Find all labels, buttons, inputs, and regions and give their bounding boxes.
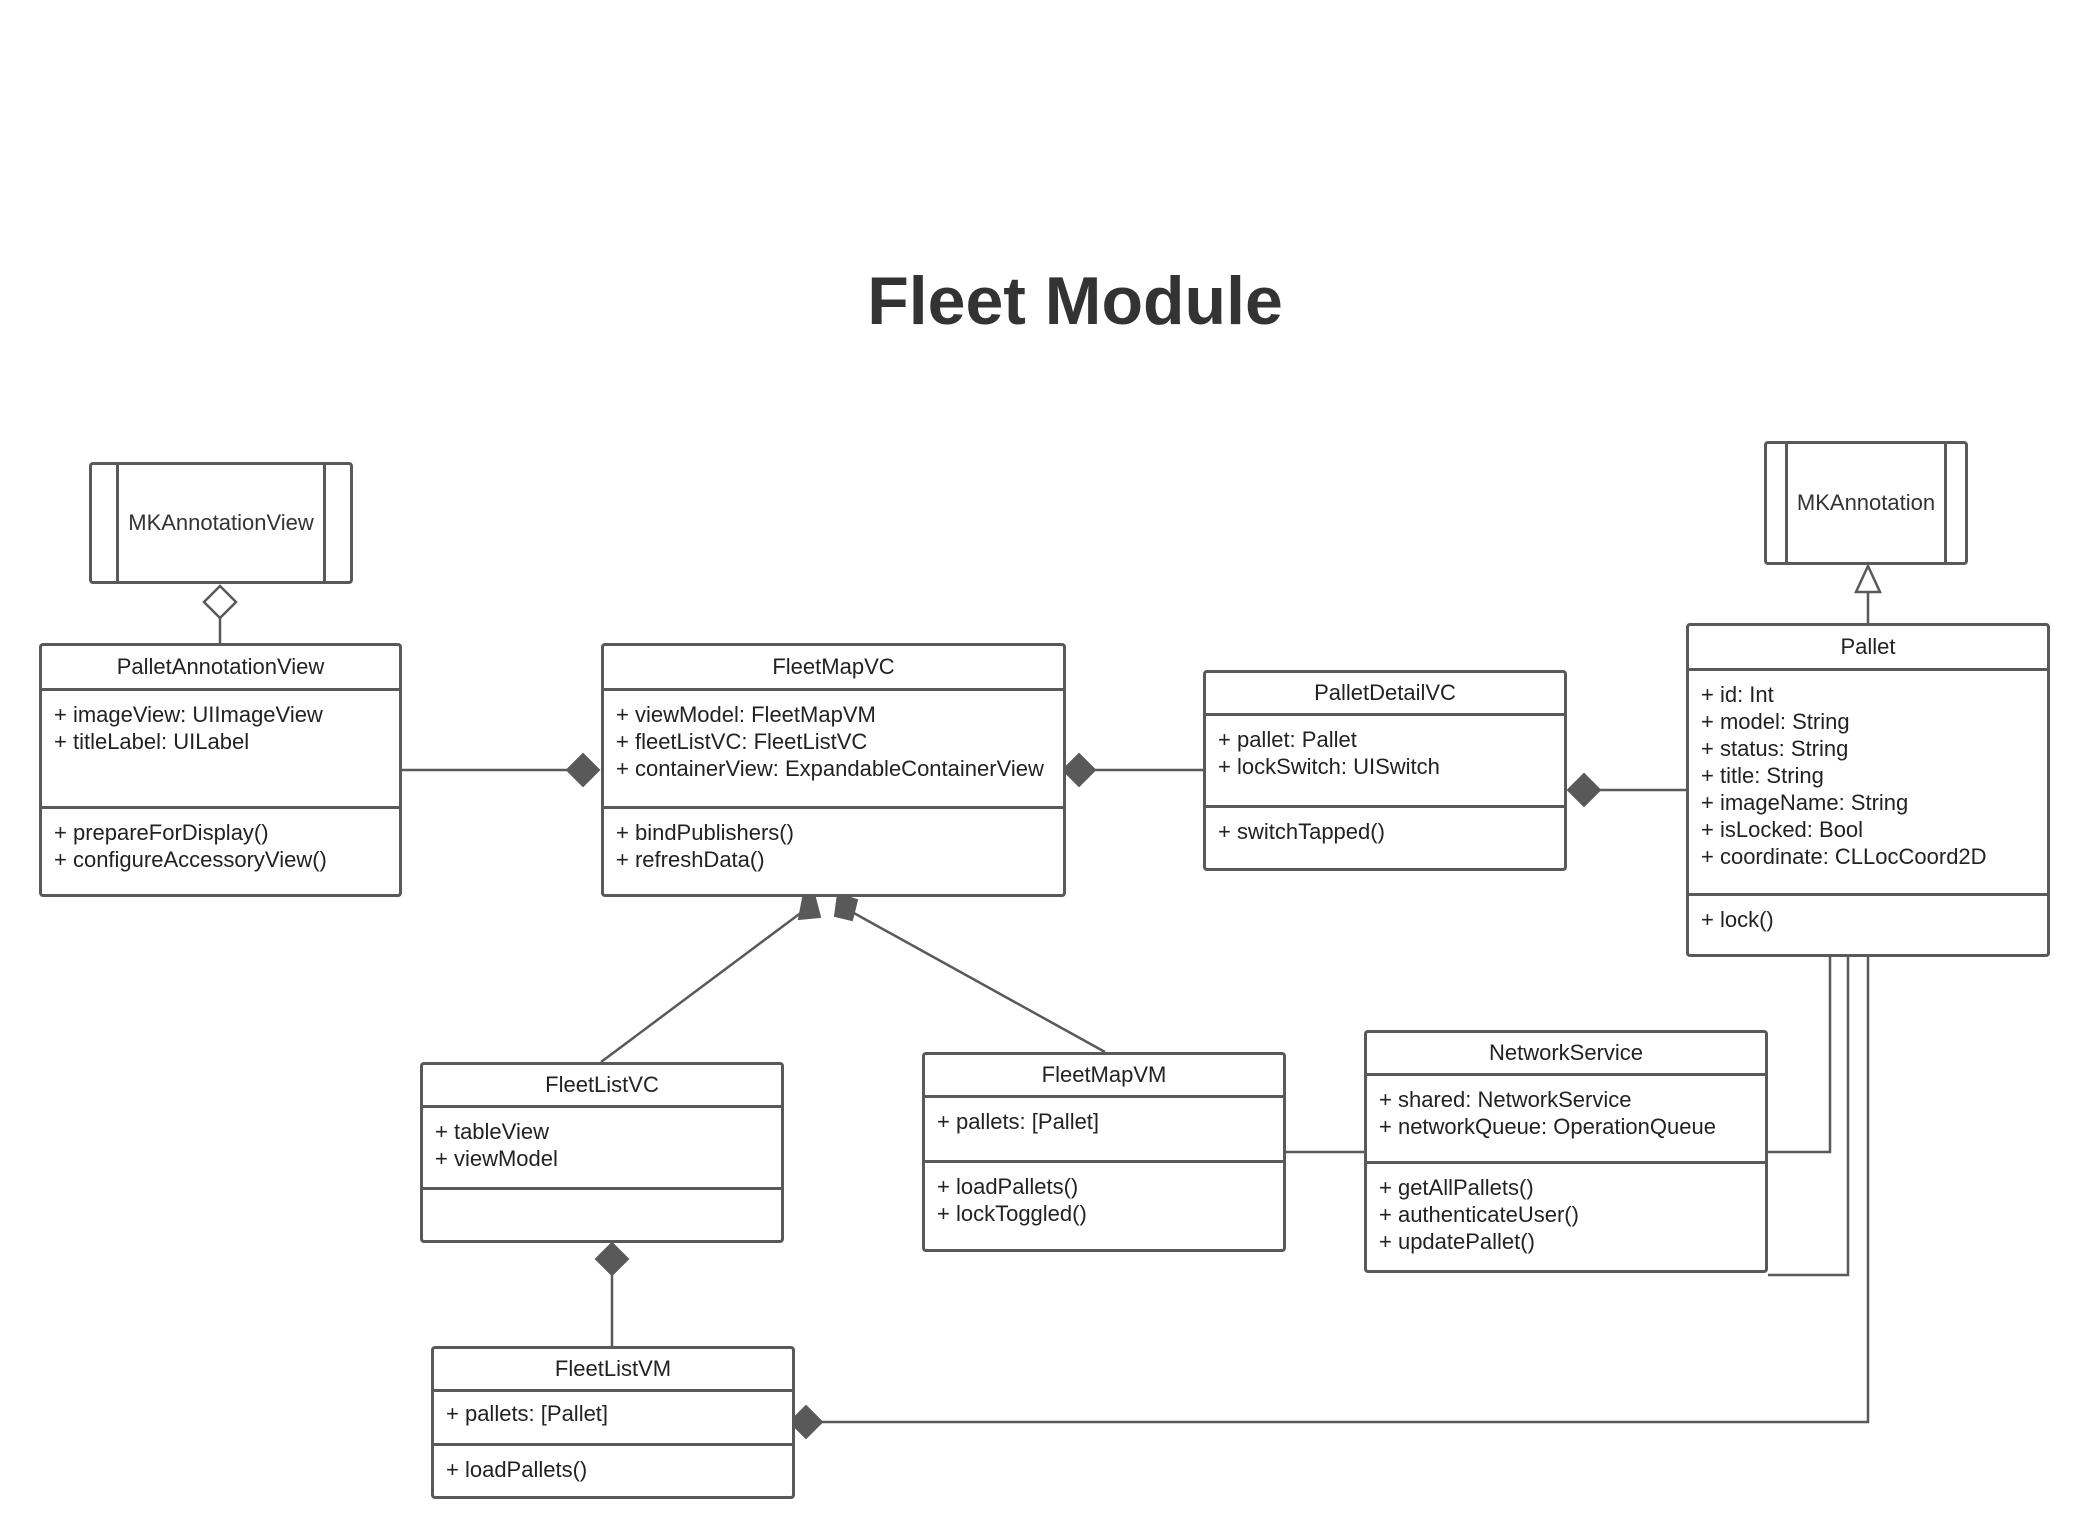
method-row: + configureAccessoryView() bbox=[54, 847, 327, 872]
method-row: + loadPallets() bbox=[446, 1457, 588, 1482]
attribute-row: + viewModel bbox=[435, 1146, 558, 1171]
class-networkservice: NetworkService + shared: NetworkService … bbox=[1364, 1030, 1768, 1273]
attribute-row: + viewModel: FleetMapVM bbox=[616, 702, 876, 727]
class-fleetmapvm: FleetMapVM + pallets: [Pallet] + loadPal… bbox=[922, 1052, 1286, 1252]
class-attributes: + pallets: [Pallet] bbox=[925, 1098, 1283, 1163]
method-row: + bindPublishers() bbox=[616, 820, 794, 845]
attribute-row: + pallets: [Pallet] bbox=[446, 1401, 609, 1426]
attribute-row: + pallets: [Pallet] bbox=[937, 1109, 1100, 1134]
class-header: FleetMapVC bbox=[604, 646, 1063, 691]
attribute-row: + isLocked: Bool bbox=[1701, 817, 1864, 842]
class-methods bbox=[423, 1190, 781, 1200]
external-border-right bbox=[1944, 444, 1947, 562]
composition-diamond-mapvc-left bbox=[565, 752, 601, 788]
class-attributes: + pallets: [Pallet] bbox=[434, 1392, 792, 1446]
attribute-row: + title: String bbox=[1701, 763, 1824, 788]
attribute-row: + id: Int bbox=[1701, 682, 1774, 707]
attribute-row: + imageName: String bbox=[1701, 790, 1909, 815]
class-attributes: + shared: NetworkService + networkQueue:… bbox=[1367, 1076, 1765, 1164]
class-palletdetailvc: PalletDetailVC + pallet: Pallet + lockSw… bbox=[1203, 670, 1567, 871]
class-methods: + loadPallets() bbox=[434, 1446, 792, 1483]
class-attributes: + imageView: UIImageView + titleLabel: U… bbox=[42, 691, 399, 809]
class-methods: + getAllPallets() + authenticateUser() +… bbox=[1367, 1164, 1765, 1255]
connector-pallet-network-lower bbox=[1768, 904, 1850, 1277]
attribute-row: + fleetListVC: FleetListVC bbox=[616, 729, 868, 754]
method-row: + switchTapped() bbox=[1218, 819, 1385, 844]
method-row: + updatePallet() bbox=[1379, 1229, 1535, 1254]
composition-diamond-mapvc-bottom-left bbox=[797, 892, 822, 921]
method-row: + lockToggled() bbox=[937, 1201, 1087, 1226]
connector-mapvc-mapvm bbox=[851, 910, 1106, 1054]
class-attributes: + tableView + viewModel bbox=[423, 1108, 781, 1190]
attribute-row: + containerView: ExpandableContainerView bbox=[616, 756, 1044, 781]
inheritance-arrowhead-pallet bbox=[1854, 563, 1882, 594]
composition-diamond-mapvc-bottom-right bbox=[833, 892, 859, 922]
external-name: MKAnnotationView bbox=[128, 510, 314, 535]
composition-diamond-listvm bbox=[788, 1404, 824, 1440]
method-row: + loadPallets() bbox=[937, 1174, 1079, 1199]
class-fleetmapvc: FleetMapVC + viewModel: FleetMapVM + fle… bbox=[601, 643, 1066, 897]
class-methods: + loadPallets() + lockToggled() bbox=[925, 1163, 1283, 1227]
class-attributes: + id: Int + model: String + status: Stri… bbox=[1689, 671, 2047, 896]
class-header: FleetListVM bbox=[434, 1349, 792, 1392]
method-row: + lock() bbox=[1701, 907, 1774, 932]
class-header: FleetListVC bbox=[423, 1065, 781, 1108]
external-mkannotationview: MKAnnotationView bbox=[89, 462, 353, 584]
class-header: PalletDetailVC bbox=[1206, 673, 1564, 716]
attribute-row: + titleLabel: UILabel bbox=[54, 729, 250, 754]
class-fleetlistvm: FleetListVM + pallets: [Pallet] + loadPa… bbox=[431, 1346, 795, 1499]
connector-listvm-pallet bbox=[822, 956, 1870, 1424]
class-header: Pallet bbox=[1689, 626, 2047, 671]
class-header: FleetMapVM bbox=[925, 1055, 1283, 1098]
attribute-row: + imageView: UIImageView bbox=[54, 702, 323, 727]
class-methods: + bindPublishers() + refreshData() bbox=[604, 809, 1063, 873]
class-attributes: + pallet: Pallet + lockSwitch: UISwitch bbox=[1206, 716, 1564, 808]
connector-mapvc-listvc bbox=[600, 910, 803, 1064]
external-border-left bbox=[116, 465, 119, 581]
class-header: NetworkService bbox=[1367, 1033, 1765, 1076]
method-row: + refreshData() bbox=[616, 847, 765, 872]
class-methods: + lock() bbox=[1689, 896, 2047, 933]
composition-diamond-mapvc-right bbox=[1061, 752, 1097, 788]
class-header: PalletAnnotationView bbox=[42, 646, 399, 691]
aggregation-diamond-annotationview bbox=[202, 584, 238, 620]
composition-diamond-detailvc bbox=[1566, 772, 1602, 808]
attribute-row: + networkQueue: OperationQueue bbox=[1379, 1114, 1716, 1139]
attribute-row: + status: String bbox=[1701, 736, 1849, 761]
class-attributes: + viewModel: FleetMapVM + fleetListVC: F… bbox=[604, 691, 1063, 809]
external-border-right bbox=[323, 465, 326, 581]
method-row: + getAllPallets() bbox=[1379, 1175, 1534, 1200]
method-row: + prepareForDisplay() bbox=[54, 820, 269, 845]
external-name: MKAnnotation bbox=[1796, 490, 1936, 515]
diagram-title: Fleet Module bbox=[867, 263, 1283, 339]
connector-pallet-network-upper bbox=[1768, 956, 1832, 1154]
class-palletannotationview: PalletAnnotationView + imageView: UIImag… bbox=[39, 643, 402, 897]
class-fleetlistvc: FleetListVC + tableView + viewModel bbox=[420, 1062, 784, 1243]
attribute-row: + lockSwitch: UISwitch bbox=[1218, 754, 1440, 779]
external-mkannotation: MKAnnotation bbox=[1764, 441, 1968, 565]
composition-diamond-listvc bbox=[594, 1241, 630, 1277]
external-border-left bbox=[1785, 444, 1788, 562]
attribute-row: + shared: NetworkService bbox=[1379, 1087, 1632, 1112]
attribute-row: + tableView bbox=[435, 1119, 549, 1144]
attribute-row: + pallet: Pallet bbox=[1218, 727, 1357, 752]
method-row: + authenticateUser() bbox=[1379, 1202, 1579, 1227]
attribute-row: + coordinate: CLLocCoord2D bbox=[1701, 844, 1987, 869]
class-pallet: Pallet + id: Int + model: String + statu… bbox=[1686, 623, 2050, 957]
class-methods: + switchTapped() bbox=[1206, 808, 1564, 845]
class-methods: + prepareForDisplay() + configureAccesso… bbox=[42, 809, 399, 873]
attribute-row: + model: String bbox=[1701, 709, 1850, 734]
